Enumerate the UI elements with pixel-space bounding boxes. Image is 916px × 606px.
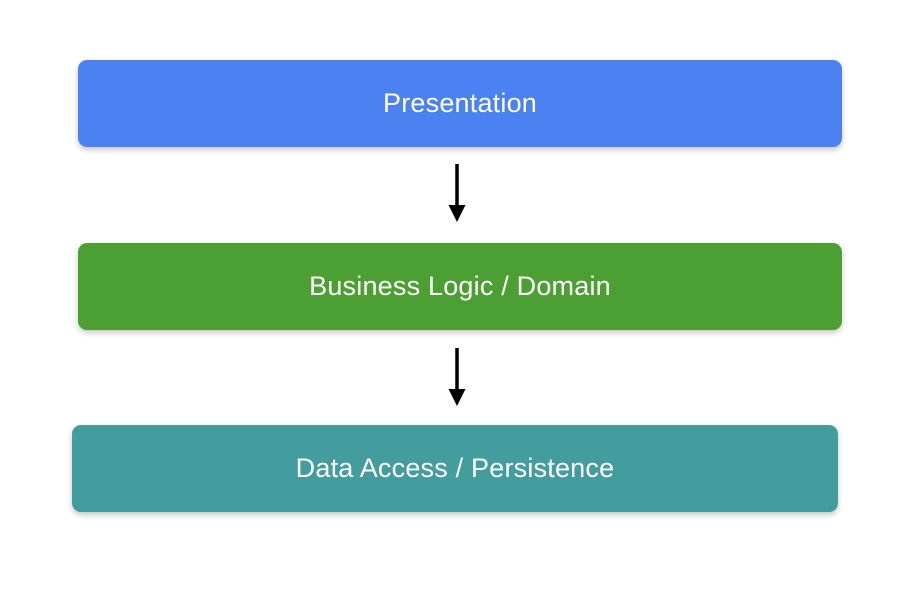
layer-box-presentation: Presentation <box>78 60 842 147</box>
layer-label-presentation: Presentation <box>383 88 537 118</box>
layer-box-data-access: Data Access / Persistence <box>72 425 838 512</box>
arrow-down-icon <box>445 164 469 222</box>
layer-label-data-access: Data Access / Persistence <box>295 453 615 483</box>
layer-box-business-logic: Business Logic / Domain <box>78 243 842 330</box>
arrow-down-icon <box>445 348 469 406</box>
layer-label-business-logic: Business Logic / Domain <box>309 271 611 301</box>
